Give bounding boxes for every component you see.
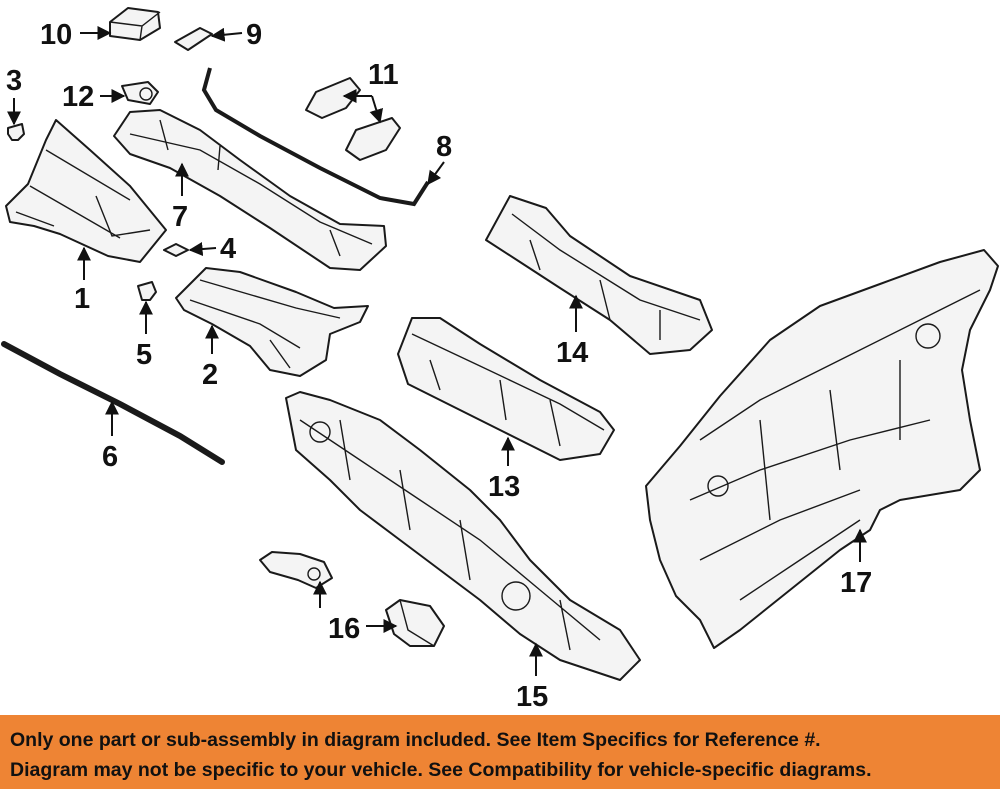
callout-15: 15 (516, 681, 548, 713)
part-8-shape (201, 67, 430, 207)
part-16-insulator-shape (385, 599, 445, 647)
part-12-shape (121, 81, 159, 105)
callout-11: 11 (368, 59, 399, 91)
callout-13: 13 (488, 471, 520, 503)
part-9-shape (174, 27, 213, 51)
callout-12: 12 (62, 81, 94, 113)
part-1-shape (5, 119, 167, 263)
part-5-shape (137, 281, 157, 301)
part-6-shape (1, 341, 225, 465)
callout-5: 5 (136, 339, 152, 371)
callout-6: 6 (102, 441, 118, 473)
part-16-shape (259, 551, 333, 589)
callout-17: 17 (840, 567, 872, 599)
disclaimer-line-2: Diagram may not be specific to your vehi… (10, 759, 872, 781)
part-17-shape (645, 249, 999, 649)
callout-16: 16 (328, 613, 360, 645)
parts-diagram: 10 9 3 12 11 8 7 4 1 14 5 2 6 13 17 16 1… (1, 7, 999, 713)
callout-4: 4 (220, 233, 236, 265)
part-7-shape (113, 109, 387, 271)
callout-3: 3 (6, 65, 22, 97)
part-4-shape (163, 243, 189, 257)
callout-7: 7 (172, 201, 188, 233)
callout-2: 2 (202, 359, 218, 391)
callout-14: 14 (556, 337, 588, 369)
callout-10: 10 (40, 19, 72, 51)
callout-8: 8 (436, 131, 452, 163)
part-13-shape (397, 317, 615, 461)
part-15-shape (285, 391, 641, 681)
callout-9: 9 (246, 19, 262, 51)
callout-1: 1 (74, 283, 90, 315)
disclaimer-line-1: Only one part or sub-assembly in diagram… (10, 729, 821, 751)
part-2-shape (175, 267, 369, 377)
leader-arrows (7, 26, 867, 676)
part-11-shape (305, 77, 401, 161)
part-10-shape (109, 7, 161, 41)
part-3-shape (7, 123, 25, 141)
disclaimer-banner: Only one part or sub-assembly in diagram… (0, 715, 1000, 789)
part-14-shape (485, 195, 713, 355)
